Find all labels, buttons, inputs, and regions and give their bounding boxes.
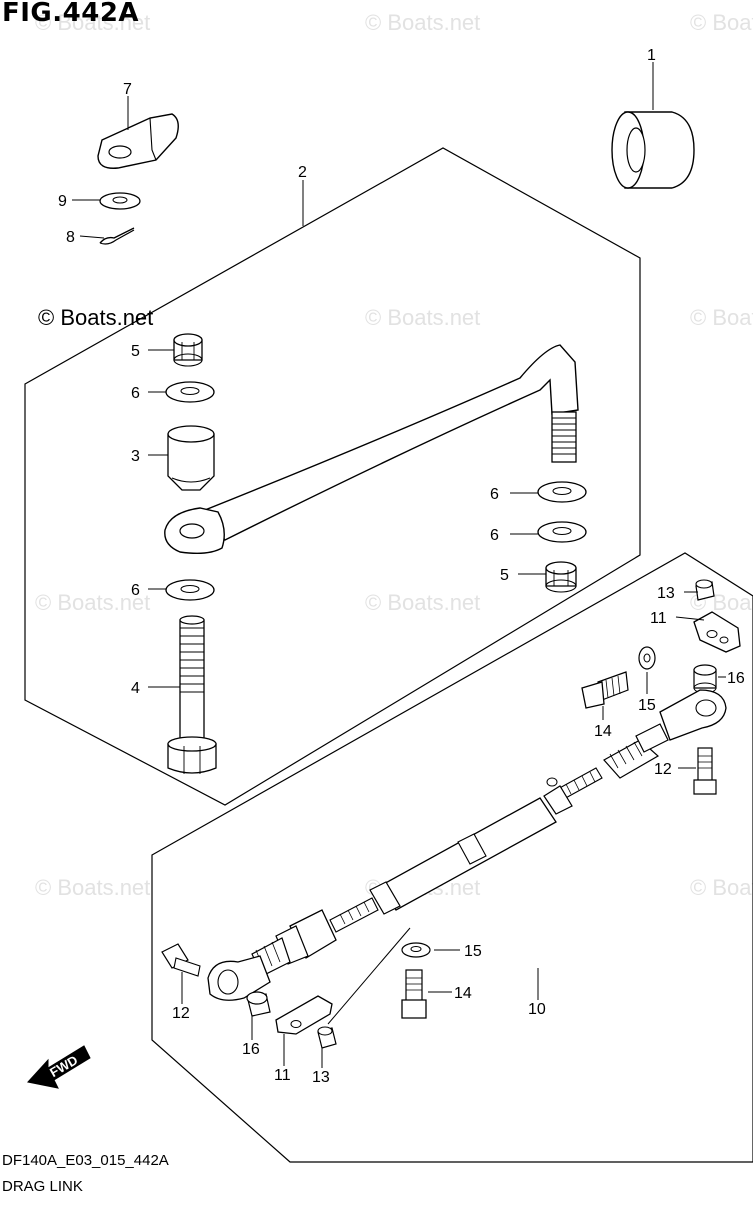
callout-14: 14 bbox=[594, 723, 612, 740]
collar-part-3[interactable] bbox=[167, 425, 215, 491]
washer-part-6-lower-right[interactable] bbox=[537, 521, 587, 543]
bolt-part-14-upper[interactable] bbox=[581, 671, 629, 709]
bolt-part-4[interactable] bbox=[167, 615, 217, 774]
lower-assembly-outline bbox=[151, 552, 753, 1163]
bolt-part-12-lower[interactable] bbox=[161, 943, 201, 977]
watermark: © Boats.net bbox=[35, 590, 150, 615]
bushing-part-1[interactable] bbox=[611, 111, 695, 189]
callout-6: 6 bbox=[131, 385, 140, 402]
nut-part-13-upper[interactable] bbox=[695, 579, 715, 601]
callout-9: 9 bbox=[58, 193, 67, 210]
callout-6: 6 bbox=[131, 582, 140, 599]
washer-part-6-upper[interactable] bbox=[165, 381, 215, 403]
forward-direction-arrow-icon: FWD bbox=[27, 1045, 91, 1089]
callout-4: 4 bbox=[131, 680, 140, 697]
callout-5: 5 bbox=[131, 343, 140, 360]
bracket-part-7[interactable] bbox=[97, 113, 179, 169]
cotter-pin-part-8[interactable] bbox=[99, 227, 135, 245]
watermark: © Boats.net bbox=[365, 305, 480, 330]
washer-part-6-middle-right[interactable] bbox=[537, 481, 587, 503]
callout-12: 12 bbox=[654, 761, 672, 778]
callout-8: 8 bbox=[66, 229, 75, 246]
callout-16: 16 bbox=[727, 670, 745, 687]
drawing-code: DF140A_E03_015_442A bbox=[2, 1152, 169, 1169]
callout-10: 10 bbox=[528, 1001, 546, 1018]
watermark: © Boats.net bbox=[690, 875, 753, 900]
washer-part-9[interactable] bbox=[99, 192, 141, 210]
callout-1: 1 bbox=[647, 47, 656, 64]
drag-link-rod-part-2[interactable] bbox=[164, 344, 579, 555]
upper-assembly-outline bbox=[24, 147, 641, 806]
callout-6: 6 bbox=[490, 527, 499, 544]
callout-13: 13 bbox=[657, 585, 675, 602]
callout-14: 14 bbox=[454, 985, 472, 1002]
tie-rod-part-10[interactable] bbox=[207, 689, 727, 1001]
callout-6: 6 bbox=[490, 486, 499, 503]
watermark: © Boats.net bbox=[690, 10, 753, 35]
leader-lines bbox=[72, 62, 726, 1068]
watermark: © Boats.net bbox=[35, 875, 150, 900]
watermark: © Boats.net bbox=[365, 590, 480, 615]
watermark-main: © Boats.net bbox=[38, 305, 153, 330]
watermark: © Boats.net bbox=[690, 305, 753, 330]
callout-5: 5 bbox=[500, 567, 509, 584]
callout-3: 3 bbox=[131, 448, 140, 465]
bracket-part-11-upper[interactable] bbox=[693, 611, 741, 653]
washer-part-6-left[interactable] bbox=[165, 579, 215, 601]
figure-name: DRAG LINK bbox=[2, 1178, 83, 1195]
callout-16: 16 bbox=[242, 1041, 260, 1058]
callout-12: 12 bbox=[172, 1005, 190, 1022]
callout-13: 13 bbox=[312, 1069, 330, 1086]
callout-labels: 1 2 7 9 8 5 6 3 6 6 6 5 4 13 11 16 15 14… bbox=[58, 47, 745, 1086]
bracket-part-11-lower[interactable] bbox=[275, 995, 333, 1035]
callout-15: 15 bbox=[464, 943, 482, 960]
callout-15: 15 bbox=[638, 697, 656, 714]
callout-2: 2 bbox=[298, 164, 307, 181]
bolt-part-12-upper[interactable] bbox=[693, 747, 717, 795]
figure-title: FIG.442A bbox=[2, 0, 140, 28]
washer-part-15-lower[interactable] bbox=[401, 942, 431, 958]
watermark: © Boats.net bbox=[35, 10, 150, 35]
callout-7: 7 bbox=[123, 81, 132, 98]
nut-part-13-lower[interactable] bbox=[317, 1026, 337, 1049]
nut-part-5-right[interactable] bbox=[545, 561, 577, 593]
washer-part-15-upper[interactable] bbox=[638, 646, 656, 670]
watermark: © Boats.net bbox=[365, 10, 480, 35]
bolt-part-14-lower[interactable] bbox=[401, 969, 427, 1019]
spacer-part-16-upper[interactable] bbox=[693, 664, 717, 694]
callout-11: 11 bbox=[274, 1067, 291, 1084]
nut-part-5-upper[interactable] bbox=[173, 333, 203, 367]
callout-11: 11 bbox=[650, 610, 667, 627]
spacer-part-16-lower[interactable] bbox=[246, 991, 271, 1017]
